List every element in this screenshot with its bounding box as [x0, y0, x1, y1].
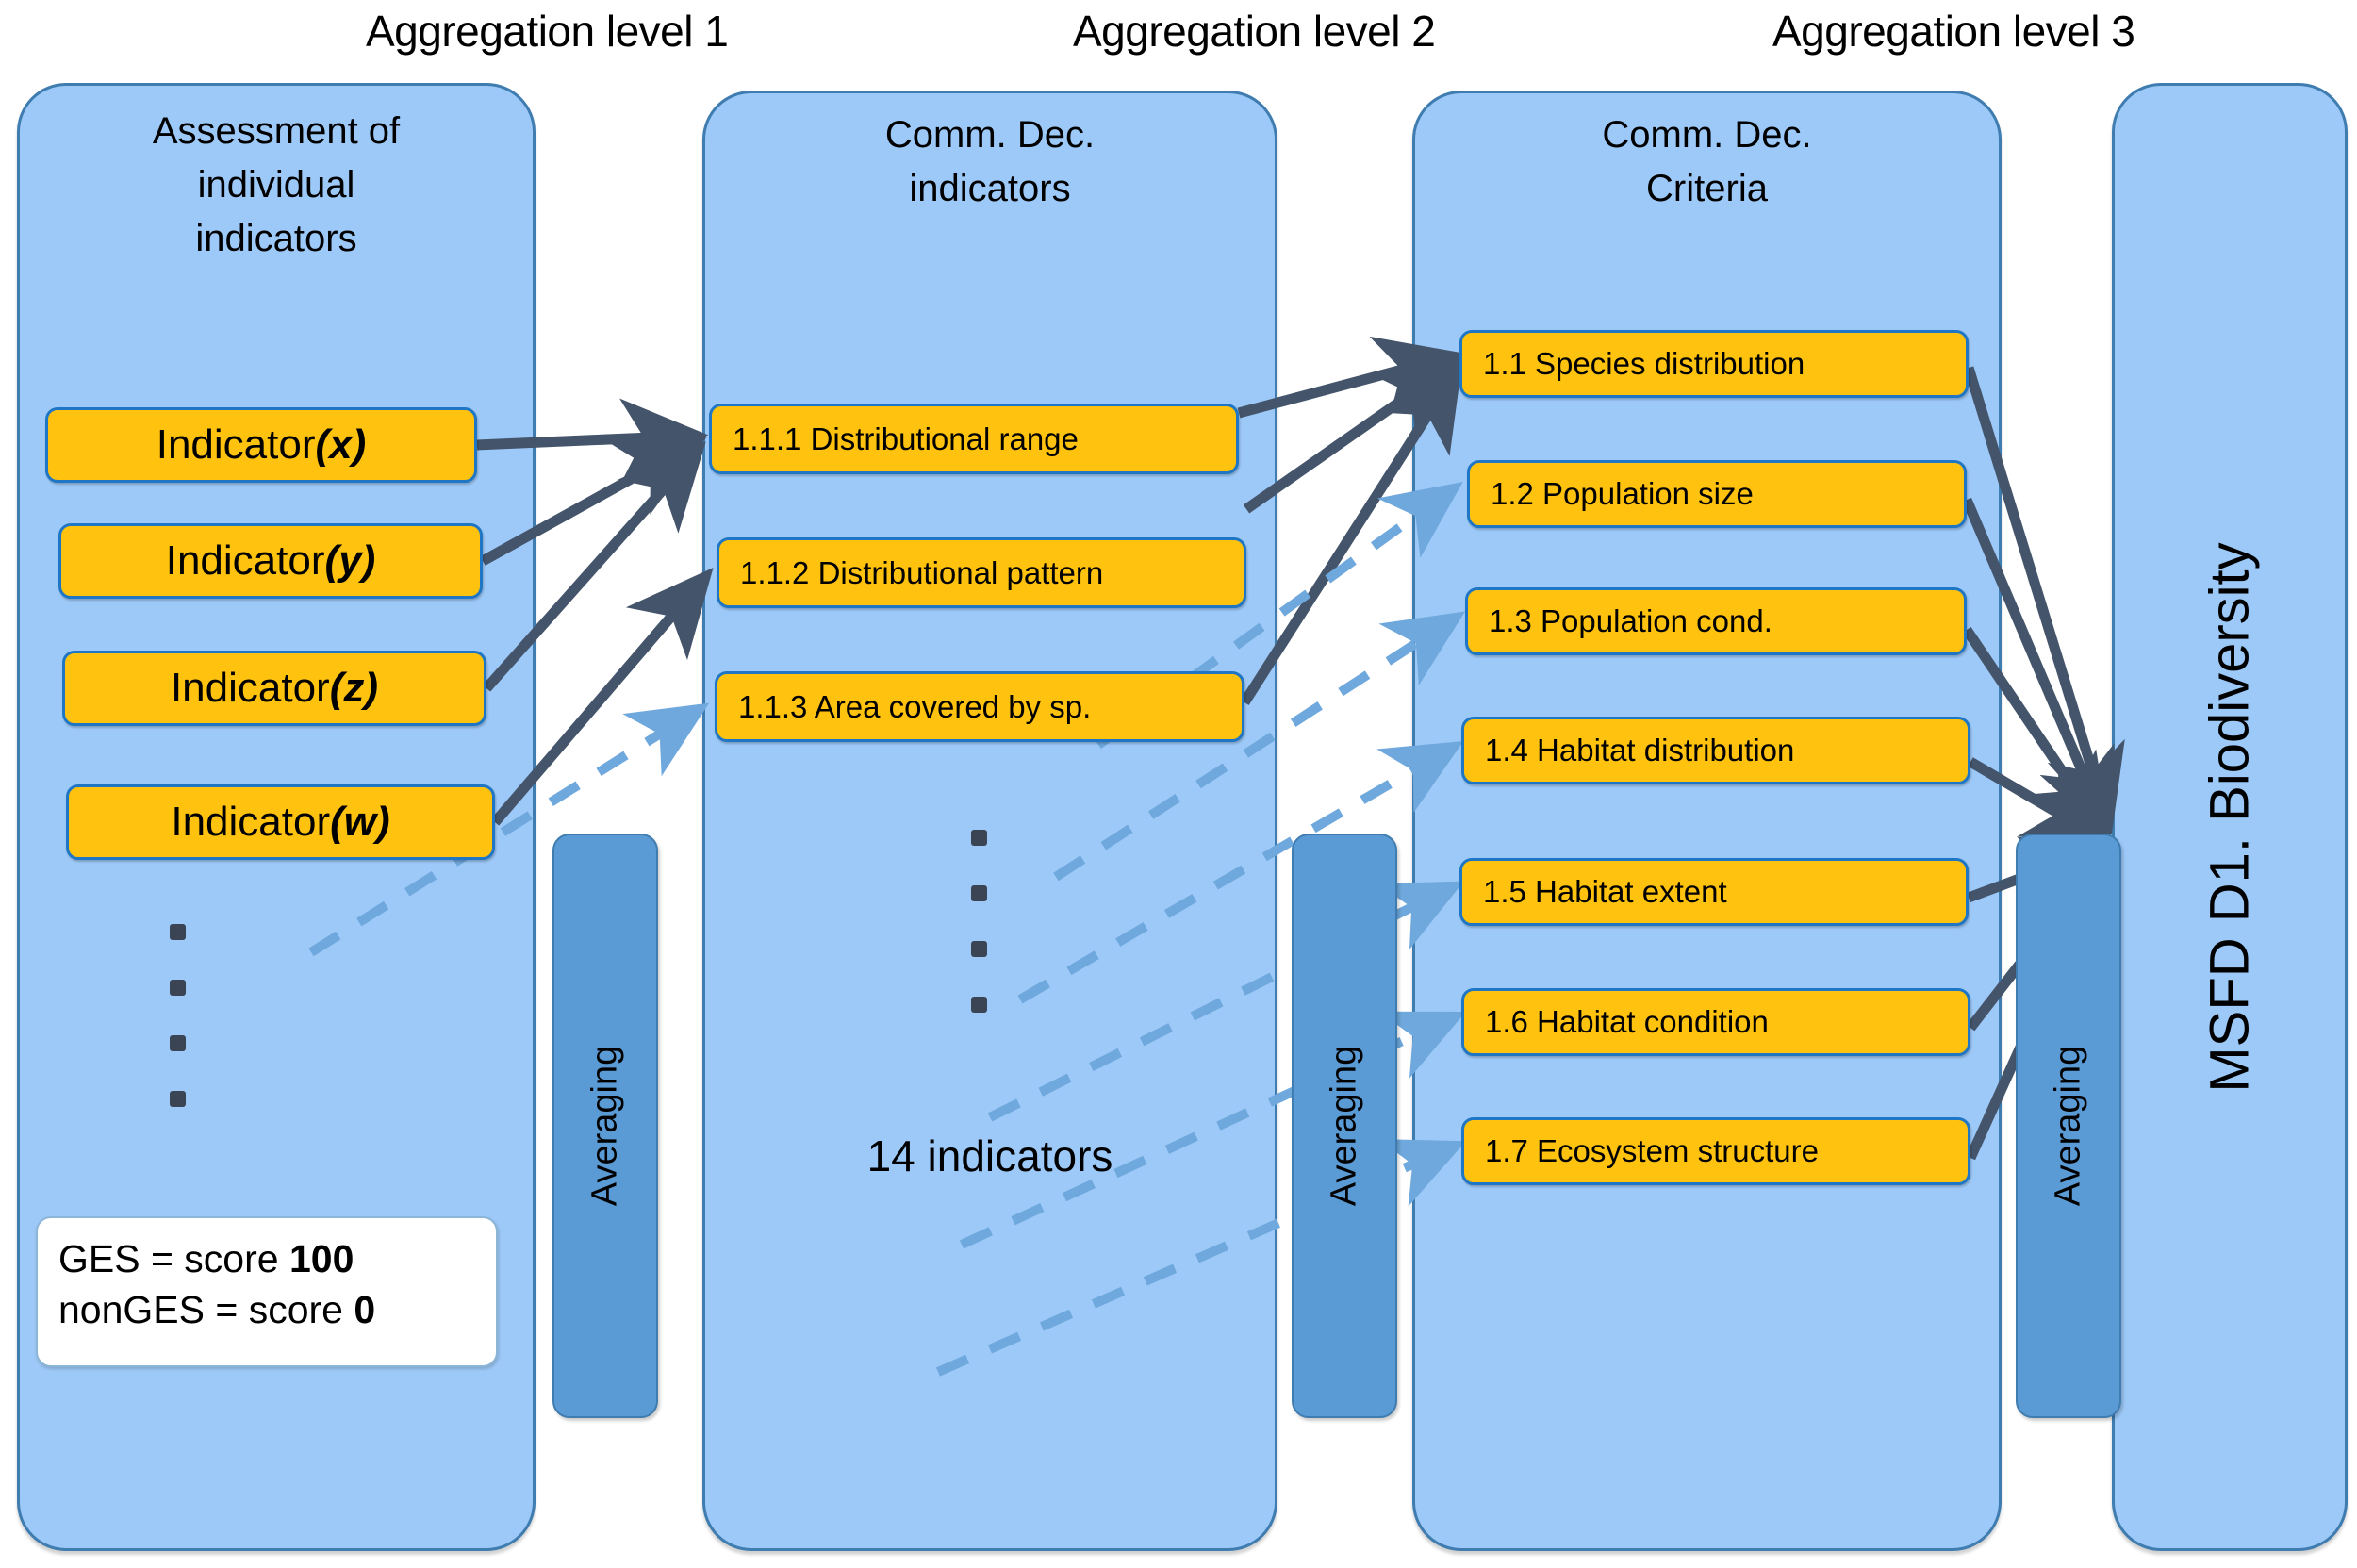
nonges-score-prefix: nonGES = score [58, 1288, 354, 1332]
averaging-bar-level-2: Averaging [1292, 834, 1397, 1418]
ellipsis-dot [971, 941, 987, 957]
cd-indicator-box-1-1-2[interactable]: 1.1.2 Distributional pattern [717, 537, 1246, 608]
criteria-box-1-7[interactable]: 1.7 Ecosystem structure [1461, 1117, 1970, 1185]
criteria-box-1-5[interactable]: 1.5 Habitat extent [1459, 858, 1969, 926]
indicator-box-x-emphasis: (x) [315, 421, 367, 468]
criteria-box-1-4[interactable]: 1.4 Habitat distribution [1461, 717, 1970, 784]
nonges-score-line: nonGES = score 0 [58, 1284, 477, 1335]
averaging-bar-level-1: Averaging [552, 834, 658, 1418]
averaging-bar-level-2-label: Averaging [1324, 1045, 1364, 1207]
aggregation-level-2-header: Aggregation level 2 [1073, 7, 1436, 56]
ellipsis-dot [170, 1035, 186, 1051]
ellipsis-dot [971, 830, 987, 846]
indicator-box-w-label: Indicator [171, 799, 331, 845]
nonges-score-value: 0 [354, 1288, 376, 1332]
indicator-box-z-emphasis: (z) [329, 665, 379, 711]
indicator-box-x-label: Indicator [156, 421, 316, 468]
averaging-bar-level-1-label: Averaging [585, 1045, 625, 1207]
indicator-box-y-emphasis: (y) [324, 537, 376, 584]
indicator-box-y-label: Indicator [165, 537, 325, 584]
panel-comm-dec-criteria-title: Comm. Dec. Criteria [1602, 114, 1812, 209]
indicator-box-w-emphasis: (w) [330, 799, 390, 845]
panel-comm-dec-criteria: Comm. Dec. Criteria [1412, 91, 2002, 1551]
aggregation-level-1-header: Aggregation level 1 [366, 7, 729, 56]
indicator-box-w[interactable]: Indicator (w) [66, 784, 495, 860]
criteria-box-1-3[interactable]: 1.3 Population cond. [1465, 587, 1967, 655]
ellipsis-dots-column-2 [971, 830, 987, 1052]
criteria-box-1-1[interactable]: 1.1 Species distribution [1459, 330, 1969, 398]
aggregation-level-3-header: Aggregation level 3 [1772, 7, 2135, 56]
panel-msfd-d1-biodiversity: MSFD D1. Biodiversity [2112, 83, 2348, 1551]
ges-score-value: 100 [288, 1237, 354, 1280]
indicator-box-z-label: Indicator [170, 665, 330, 711]
averaging-bar-level-3: Averaging [2016, 834, 2121, 1418]
criteria-box-1-2[interactable]: 1.2 Population size [1467, 460, 1967, 528]
ellipsis-dot [971, 885, 987, 901]
ges-score-line: GES = score 100 [58, 1233, 477, 1284]
averaging-bar-level-3-label: Averaging [2048, 1045, 2088, 1207]
indicator-box-y[interactable]: Indicator (y) [58, 523, 483, 599]
ges-score-prefix: GES = score [58, 1237, 289, 1280]
cd-indicator-box-1-1-1[interactable]: 1.1.1 Distributional range [709, 404, 1239, 474]
msfd-d1-biodiversity-label: MSFD D1. Biodiversity [2199, 541, 2261, 1093]
ges-score-legend: GES = score 100 nonGES = score 0 [36, 1216, 498, 1367]
panel-comm-dec-indicators-title: Comm. Dec. indicators [884, 114, 1096, 209]
ellipsis-dot [971, 997, 987, 1013]
ellipsis-dots-column-1 [170, 924, 186, 1147]
indicator-box-z[interactable]: Indicator (z) [62, 651, 486, 726]
panel-comm-dec-indicators: Comm. Dec. indicators 14 indicators [702, 91, 1277, 1551]
indicator-box-x[interactable]: Indicator (x) [45, 407, 477, 483]
ellipsis-dot [170, 1091, 186, 1107]
ellipsis-dot [170, 924, 186, 940]
cd-indicator-box-1-1-3[interactable]: 1.1.3 Area covered by sp. [715, 671, 1244, 742]
panel-assessment-title: Assessment of individual indicators [152, 110, 401, 259]
indicator-count-label: 14 indicators [866, 1131, 1113, 1180]
criteria-box-1-6[interactable]: 1.6 Habitat condition [1461, 988, 1970, 1056]
ellipsis-dot [170, 980, 186, 996]
